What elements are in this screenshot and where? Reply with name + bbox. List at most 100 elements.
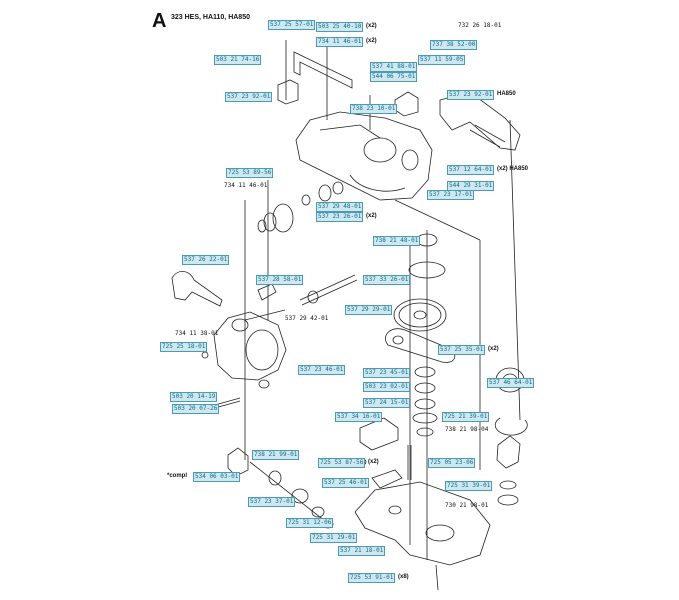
bushing xyxy=(268,470,282,486)
part-number-537-24-15-01[interactable]: 537 24 15-01 xyxy=(363,398,411,408)
bracket-plate xyxy=(293,51,353,89)
rod-eye xyxy=(392,335,404,345)
part-number-537-11-59-05[interactable]: 537 11 59-05 xyxy=(418,55,466,65)
part-number-537-23-17-01[interactable]: 537 23 17-01 xyxy=(427,190,475,200)
part-number-537-23-45-01[interactable]: 537 23 45-01 xyxy=(363,368,411,378)
bracket xyxy=(359,417,399,451)
part-number-537-23-37-01[interactable]: 537 23 37-01 xyxy=(248,497,296,507)
pinion-bearing xyxy=(257,219,267,233)
part-number-537-25-35-01[interactable]: 537 25 35-01 xyxy=(438,345,486,355)
housing-boss xyxy=(401,149,419,171)
plate-bore xyxy=(425,524,455,542)
part-number-725-31-39-01[interactable]: 725 31 39-01 xyxy=(445,481,493,491)
part-number-537-28-58-01[interactable]: 537 28 58-01 xyxy=(256,275,304,285)
part-number-725-53-91-01[interactable]: 725 53 91-01 xyxy=(348,573,396,583)
part-number-537-46-64-01[interactable]: 537 46 64-01 xyxy=(487,378,535,388)
part-number-725-05-23-06[interactable]: 725 05 23-06 xyxy=(428,458,476,468)
handle-grip-line xyxy=(474,124,506,143)
part-number-503-23-02-01[interactable]: 503 23 02-01 xyxy=(363,382,411,392)
part-number-738-21-48-01[interactable]: 738 21 48-01 xyxy=(373,236,421,246)
part-number-537-25-46-01[interactable]: 537 25 46-01 xyxy=(322,478,370,488)
center-line xyxy=(244,309,286,321)
quantity-note: (x8) xyxy=(398,574,409,580)
casting-boss xyxy=(231,318,249,332)
main-gear-inner xyxy=(398,302,442,328)
circlip xyxy=(494,417,528,436)
housing-rib xyxy=(349,174,406,192)
control-lever xyxy=(171,271,223,307)
main-gear-hub xyxy=(413,310,427,320)
handle-ha850 xyxy=(439,91,521,151)
plate-hole xyxy=(388,505,402,515)
part-number-537-23-26-01[interactable]: 537 23 26-01 xyxy=(316,212,364,222)
part-number-737-38-52-00[interactable]: 737 38 52-00 xyxy=(430,40,478,50)
part-number-725-25-18-01[interactable]: 725 25 18-01 xyxy=(160,342,208,352)
small-bracket xyxy=(394,91,419,117)
clip-part xyxy=(277,79,299,105)
quantity-note: (x2) xyxy=(366,23,377,29)
part-number-537-23-92-01[interactable]: 537 23 92-01 xyxy=(225,92,273,102)
part-number-503-20-07-26[interactable]: 503 20 07-26 xyxy=(172,404,220,414)
washer xyxy=(414,382,436,394)
washer xyxy=(414,398,436,410)
part-number-503-25-40-10[interactable]: 503 25 40-10 xyxy=(316,22,364,32)
screw xyxy=(214,397,241,406)
part-number-738-23-10-01[interactable]: 738 23 10-01 xyxy=(350,104,398,114)
part-number-537-29-29-01[interactable]: 537 29 29-01 xyxy=(345,305,393,315)
blade-plate xyxy=(354,481,491,566)
part-number-537-29-42-01: 537 29 42-01 xyxy=(285,315,329,322)
part-number-725-31-29-01[interactable]: 725 31 29-01 xyxy=(310,533,358,543)
part-number-537-23-92-01[interactable]: 537 23 92-01 xyxy=(447,90,495,100)
washer xyxy=(311,506,325,518)
housing-rib xyxy=(319,124,381,139)
part-number-537-25-57-01[interactable]: 537 25 57-01 xyxy=(268,20,316,30)
gearbox-casting xyxy=(213,311,287,381)
label-prefix: *compl xyxy=(167,473,188,479)
quantity-note: (x2) xyxy=(368,459,379,465)
washer xyxy=(412,412,438,424)
shaft-axis xyxy=(249,461,331,526)
washer xyxy=(416,427,434,437)
part-number-537-21-18-01[interactable]: 537 21 18-01 xyxy=(338,546,386,556)
quantity-note: (x2) HA850 xyxy=(497,166,529,172)
part-number-725-53-89-56[interactable]: 725 53 89-56 xyxy=(226,168,274,178)
part-number-534-06-03-01[interactable]: 534 06 03-01 xyxy=(193,472,241,482)
bearing xyxy=(291,488,309,504)
part-number-738-21-98-04: 738 21 98-04 xyxy=(445,426,489,433)
part-number-537-34-16-01[interactable]: 537 34 16-01 xyxy=(335,412,383,422)
center-line xyxy=(394,199,481,241)
part-number-537-26-22-01[interactable]: 537 26 22-01 xyxy=(182,255,230,265)
lever-spring xyxy=(257,283,277,301)
part-number-725-31-12-06[interactable]: 725 31 12-06 xyxy=(286,518,334,528)
part-number-725-21-39-01[interactable]: 725 21 39-01 xyxy=(442,412,490,422)
part-number-544-06-75-01[interactable]: 544 06 75-01 xyxy=(370,72,418,82)
part-number-537-33-26-01[interactable]: 537 33 26-01 xyxy=(363,275,411,285)
part-number-537-12-64-01[interactable]: 537 12 64-01 xyxy=(447,165,495,175)
part-number-537-41-88-01[interactable]: 537 41 88-01 xyxy=(370,62,418,72)
pinion-hub xyxy=(263,212,277,232)
nut xyxy=(201,351,209,359)
model-header: 323 HES, HA110, HA850 xyxy=(171,14,250,21)
part-number-738-21-99-01[interactable]: 738 21 99-01 xyxy=(252,450,300,460)
quantity-note: (x2) xyxy=(488,346,499,352)
gear-housing xyxy=(295,111,433,201)
washer xyxy=(414,366,436,378)
coupling xyxy=(227,447,249,477)
drive-shaft xyxy=(301,279,358,306)
housing-bore xyxy=(363,137,397,163)
part-number-503-20-14-19[interactable]: 503 20 14-19 xyxy=(170,392,218,402)
part-number-537-23-46-01[interactable]: 537 23 46-01 xyxy=(298,365,346,375)
washer xyxy=(332,181,344,195)
quantity-note: (x2) xyxy=(366,213,377,219)
part-number-503-21-74-16[interactable]: 503 21 74-16 xyxy=(214,55,262,65)
quantity-note: (x2) xyxy=(366,38,377,44)
part-number-734-11-46-01[interactable]: 734 11 46-01 xyxy=(316,37,364,47)
washer xyxy=(499,480,517,490)
handle-grip-line xyxy=(469,129,501,148)
part-number-537-29-48-01[interactable]: 537 29 48-01 xyxy=(316,202,364,212)
part-number-725-53-87-56[interactable]: 725 53 87-56 xyxy=(318,458,366,468)
drive-shaft xyxy=(299,274,356,301)
part-number-732-26-18-01: 732 26 18-01 xyxy=(458,22,502,29)
